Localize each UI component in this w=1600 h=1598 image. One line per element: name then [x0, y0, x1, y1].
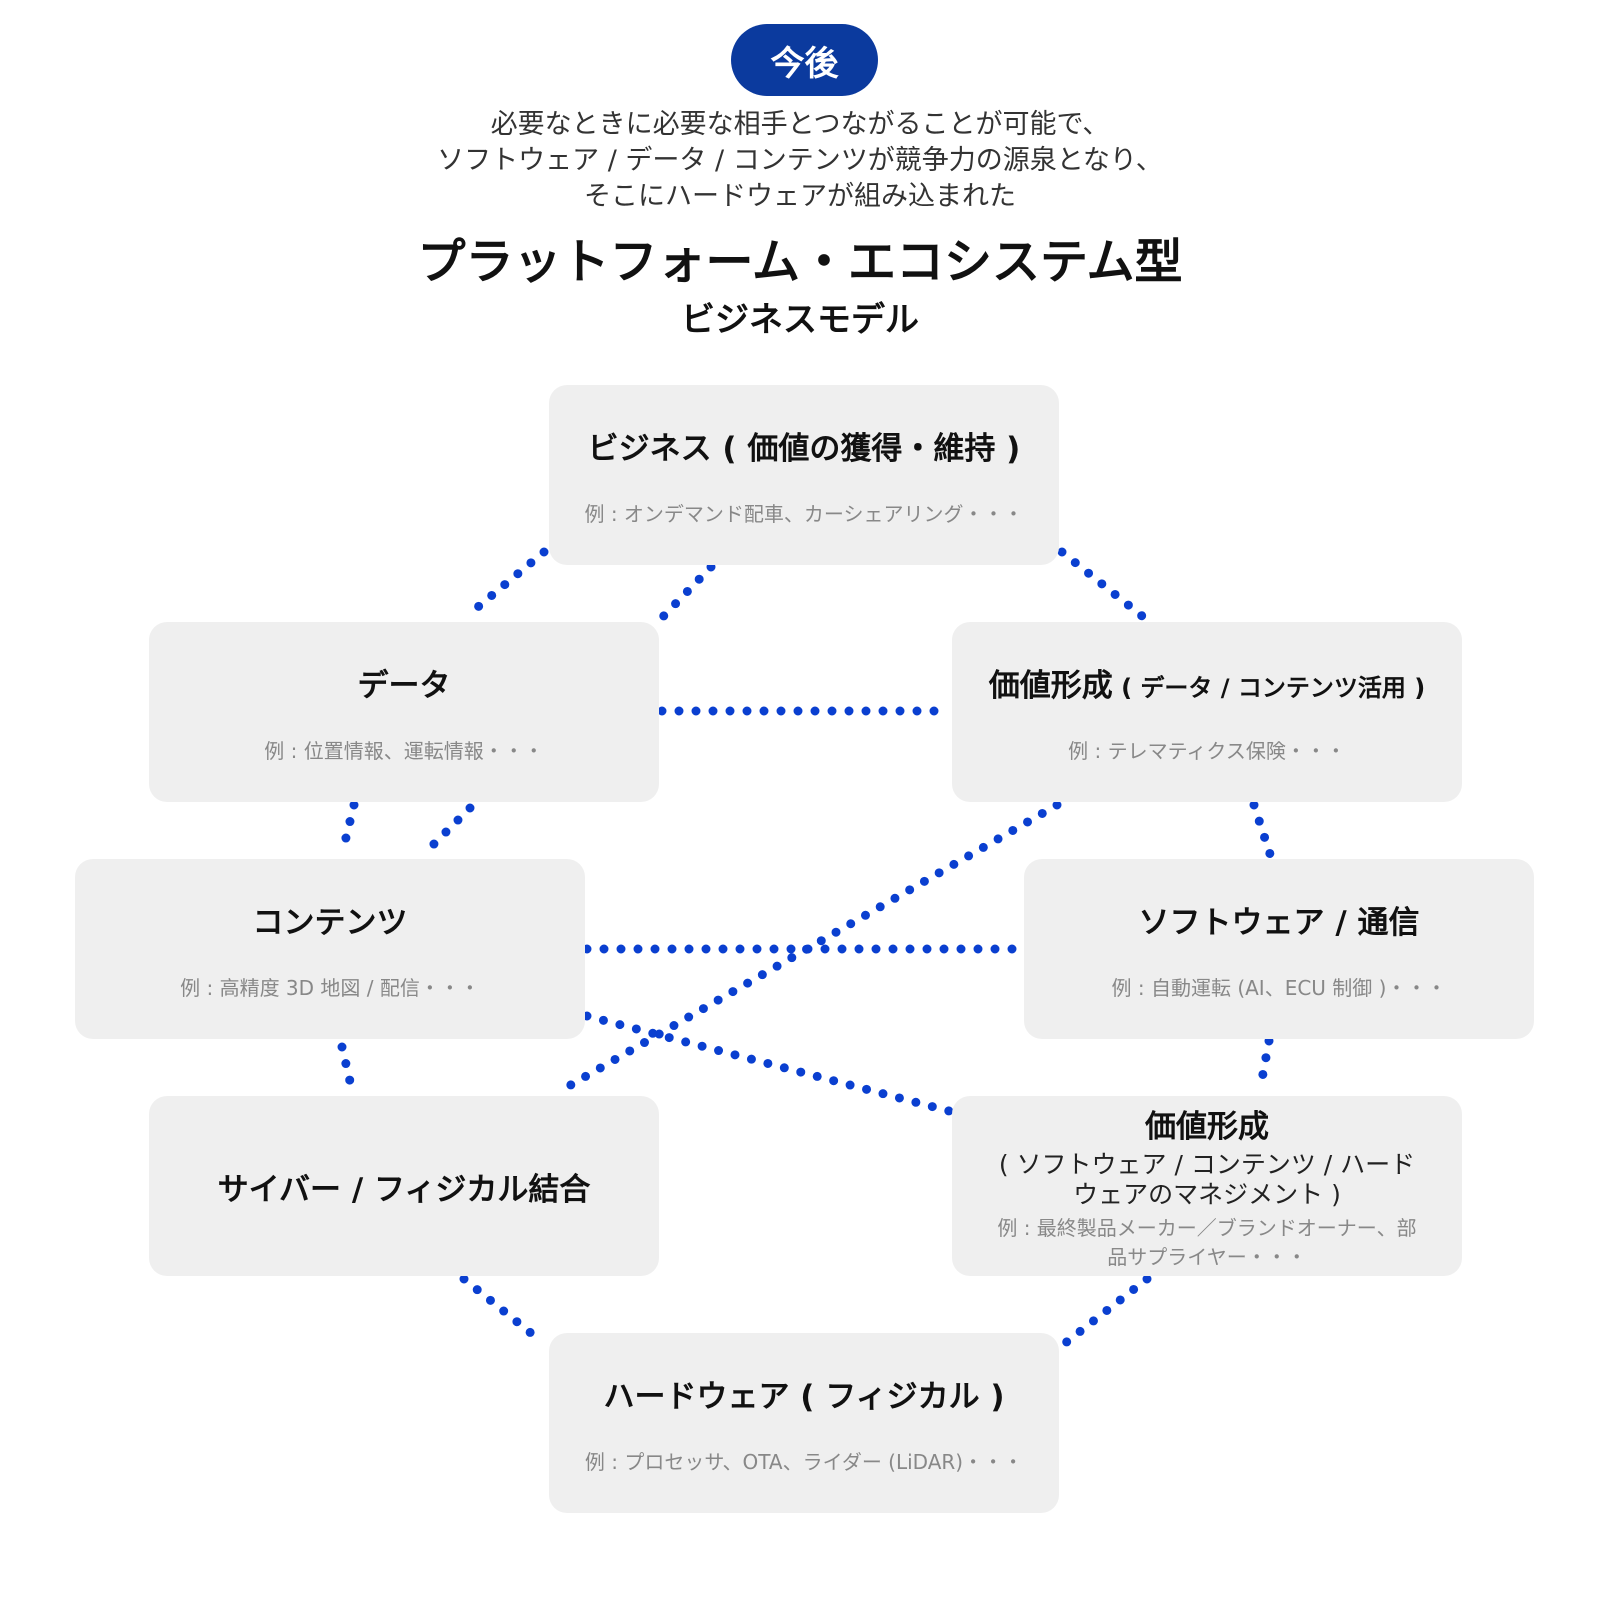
node-data: データ 例 : 位置情報、運転情報・・・ [149, 622, 659, 802]
node-title: サイバー / フィジカル結合 [217, 1171, 591, 1208]
node-title: 価値形成 [1145, 1108, 1269, 1145]
lead-line-2: ソフトウェア / データ / コンテンツが競争力の源泉となり、 [437, 145, 1163, 176]
node-hardware: ハードウェア ( フィジカル ) 例 : プロセッサ、OTA、ライダー (LiD… [549, 1333, 1059, 1513]
node-title: ハードウェア ( フィジカル ) [603, 1379, 1005, 1415]
node-example: 例 : 自動運転 (AI、ECU 制御 )・・・ [1111, 976, 1447, 1000]
page-subtitle: ビジネスモデル [681, 300, 919, 340]
node-business: ビジネス ( 価値の獲得・維持 ) 例 : オンデマンド配車、カーシェアリング・… [549, 385, 1059, 565]
link-value-software [1249, 800, 1275, 859]
node-value-data: 価値形成 ( データ / コンテンツ活用 ) 例 : テレマティクス保険・・・ [952, 622, 1462, 802]
link-contents-cyber [337, 1042, 357, 1095]
link-business-data [462, 547, 549, 621]
node-title: コンテンツ [252, 905, 408, 941]
node-value-mgmt: 価値形成 ( ソフトウェア / コンテンツ / ハードウェアのマネジメント ) … [952, 1096, 1462, 1276]
node-example: 例 : 高精度 3D 地図 / 配信・・・ [180, 976, 480, 1000]
link-software-valuemgmt [1255, 1036, 1274, 1095]
node-title: 価値形成 [988, 668, 1113, 704]
link-data-contents [337, 800, 359, 859]
node-example: 例 : 最終製品メーカー／ブランドオーナー、部品サプライヤー・・・ [997, 1215, 1417, 1269]
node-cyber-physical: サイバー / フィジカル結合 [149, 1096, 659, 1276]
page-title: プラットフォーム・エコシステム型 [417, 234, 1183, 290]
link-cyber-hardware [459, 1274, 547, 1347]
link-contents-valuemgmt [582, 1011, 954, 1116]
node-software: ソフトウェア / 通信 例 : 自動運転 (AI、ECU 制御 )・・・ [1024, 859, 1534, 1039]
node-example: 例 : プロセッサ、OTA、ライダー (LiDAR)・・・ [584, 1450, 1024, 1474]
lead-line-1: 必要なときに必要な相手とつながることが可能で、 [490, 109, 1110, 140]
node-example: 例 : テレマティクス保険・・・ [1068, 739, 1346, 763]
node-contents: コンテンツ 例 : 高精度 3D 地図 / 配信・・・ [75, 859, 585, 1039]
link-valuemgmt-hardware [1059, 1274, 1152, 1349]
node-title: データ [357, 668, 451, 704]
node-subtitle: ( ソフトウェア / コンテンツ / ハードウェアのマネジメント ) [998, 1149, 1416, 1209]
link-data-contents-2 [419, 803, 475, 859]
node-example: 例 : オンデマンド配車、カーシェアリング・・・ [584, 502, 1024, 526]
lead-line-3: そこにハードウェアが組み込まれた [584, 181, 1016, 212]
node-title: ビジネス ( 価値の獲得・維持 ) [587, 431, 1021, 467]
node-example: 例 : 位置情報、運転情報・・・ [264, 739, 544, 763]
node-title-sub: ( データ / コンテンツ活用 ) [1112, 674, 1426, 702]
badge-future: 今後 [731, 24, 878, 96]
node-title: ソフトウェア / 通信 [1138, 905, 1420, 941]
link-business-value [1057, 547, 1147, 621]
link-business-data-2 [649, 562, 716, 631]
